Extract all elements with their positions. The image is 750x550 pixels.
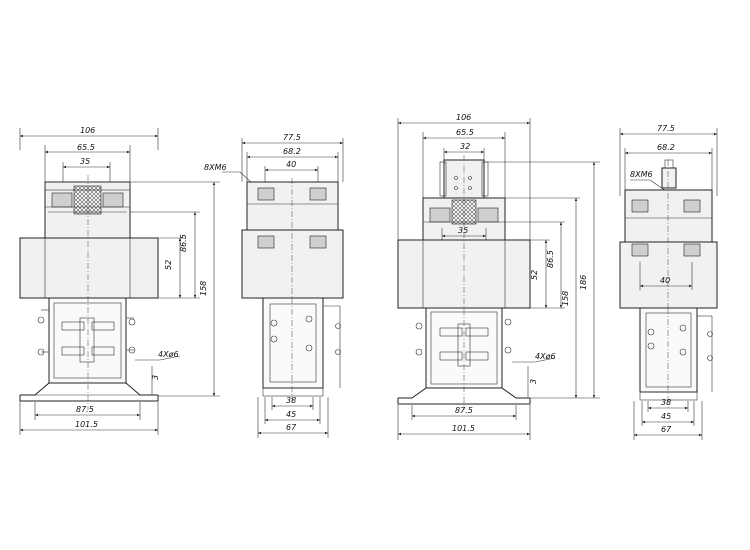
a-front-holes: 4Xø6 (158, 350, 179, 359)
a-front-height-a: 86.5 (179, 234, 188, 252)
a-front-base-inner: 87.5 (76, 405, 94, 414)
b-front-tab: 3 (529, 379, 538, 384)
b-front-width-top: 32 (460, 142, 470, 151)
b-front-height-b: 52 (530, 270, 539, 280)
a-front-tab: 3 (151, 375, 160, 380)
a-side-width-total: 77.5 (283, 133, 301, 142)
b-side-thread: 8XM6 (630, 170, 653, 179)
view-a-side: 77.5 68.2 40 8XM6 (204, 133, 344, 438)
a-side-thread: 8XM6 (204, 163, 227, 172)
b-front-base-outer: 101.5 (452, 424, 475, 433)
b-front-width-inner: 65.5 (456, 128, 474, 137)
b-front-holes: 4Xø6 (535, 352, 556, 361)
a-side-width-mid: 45 (286, 410, 296, 419)
a-front-width-inner: 65.5 (77, 143, 95, 152)
a-front-height-total: 158 (199, 281, 208, 296)
b-front-width-total: 106 (456, 113, 471, 122)
b-front-height-total: 186 (579, 275, 588, 290)
a-side-width-coil: 38 (286, 396, 296, 405)
b-front-base-inner: 87.5 (455, 406, 473, 415)
b-side-width-inner: 68.2 (657, 143, 675, 152)
a-side-width-terminal: 40 (286, 160, 296, 169)
a-side-width-inner: 68.2 (283, 147, 301, 156)
a-front-height-b: 52 (164, 260, 173, 270)
b-side-width-total: 77.5 (657, 124, 675, 133)
a-side-width-base: 67 (286, 423, 297, 432)
view-b-front: 106 65.5 32 35 (397, 113, 600, 440)
b-front-height-a: 86.5 (546, 250, 555, 268)
b-side-width-coil: 38 (661, 398, 671, 407)
b-front-width-terminal: 35 (458, 226, 468, 235)
b-side-width-mid: 45 (661, 412, 671, 421)
view-b-side: 77.5 68.2 8XM6 40 (619, 124, 718, 440)
a-front-base-outer: 101.5 (75, 420, 98, 429)
a-front-width-total: 106 (80, 126, 95, 135)
b-side-width-base: 67 (661, 425, 672, 434)
b-front-height-c: 158 (561, 291, 570, 306)
b-side-width-terminal: 40 (660, 276, 670, 285)
a-front-width-terminal: 35 (80, 157, 90, 166)
view-a-front: 106 65.5 35 (19, 126, 220, 435)
